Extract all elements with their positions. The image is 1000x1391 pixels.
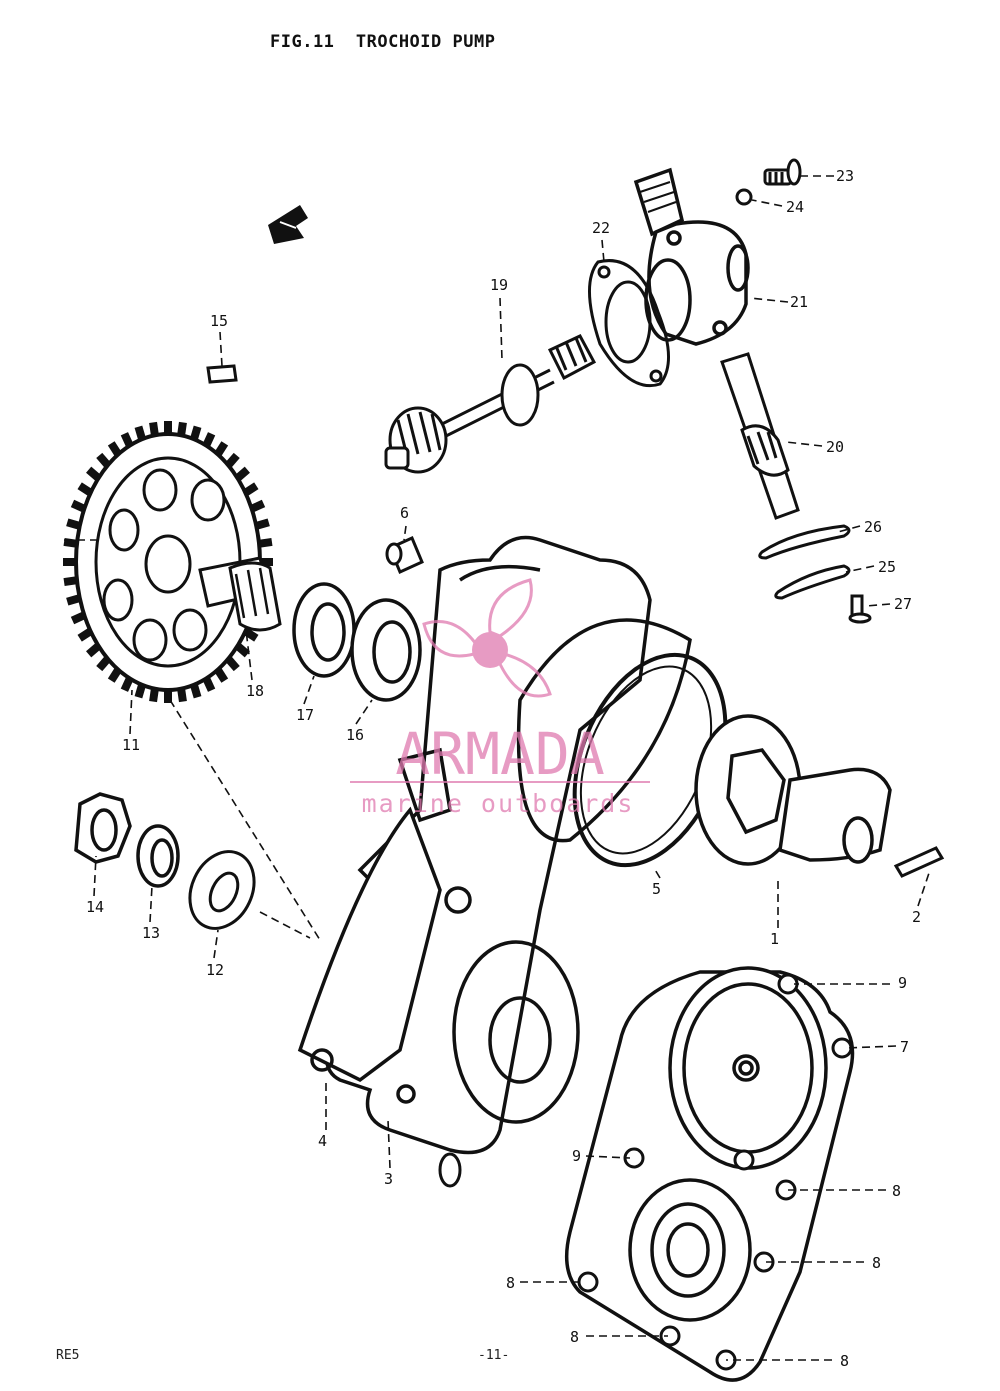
callout-labels: 23 24 22 21 19 20 15 6 26 25 27 18 17 16… — [86, 167, 921, 1370]
callout-26: 26 — [864, 518, 882, 536]
callout-18: 18 — [246, 682, 264, 700]
washer-24 — [735, 188, 753, 206]
callout-2: 2 — [912, 908, 921, 926]
leader-line — [259, 911, 311, 939]
bolt-hole — [577, 1271, 599, 1293]
pump-case-4 — [297, 535, 692, 1155]
leader-line — [387, 1119, 391, 1169]
leader-line — [601, 239, 605, 263]
bolt-hole — [831, 1037, 853, 1059]
gear-tooth — [164, 689, 172, 703]
gear-tooth — [63, 558, 77, 566]
driven-gear-11 — [63, 421, 282, 703]
callout-9-top: 9 — [898, 974, 907, 992]
gear-tooth — [63, 576, 79, 587]
pin-6 — [385, 535, 424, 575]
leader-line — [93, 855, 97, 897]
gear-tooth — [164, 421, 172, 435]
leader-line — [129, 689, 133, 735]
leader-line — [499, 297, 503, 361]
bolt-hole — [733, 1149, 755, 1171]
callout-8-c: 8 — [506, 1274, 515, 1292]
watermark-tagline: marine outboards — [362, 789, 635, 818]
callout-23: 23 — [836, 167, 854, 185]
callout-24: 24 — [786, 198, 804, 216]
leader-line — [917, 869, 931, 907]
front-arrow-icon — [268, 205, 308, 244]
gear-shaft-19 — [384, 334, 597, 474]
callout-11: 11 — [122, 736, 140, 754]
screw-27 — [848, 594, 872, 624]
gasket-25 — [774, 564, 851, 600]
callout-27: 27 — [894, 595, 912, 613]
leader-line — [837, 525, 861, 533]
watermark-brand: ARMADA — [395, 720, 605, 788]
callout-7: 7 — [900, 1038, 909, 1056]
leader-line — [585, 1155, 631, 1159]
leader-line — [653, 867, 661, 879]
washer-3 — [438, 1152, 462, 1188]
leader-line — [355, 699, 373, 725]
gear-tooth — [257, 537, 273, 548]
figure-title: FIG.11 TROCHOID PUMP — [270, 32, 496, 52]
rotor-assembly-1 — [694, 714, 892, 866]
leader-line — [219, 331, 223, 367]
callout-9-bottom: 9 — [572, 1147, 581, 1165]
callout-16: 16 — [346, 726, 364, 744]
callout-15: 15 — [210, 312, 228, 330]
lock-washer-13 — [136, 824, 180, 888]
callout-22: 22 — [592, 219, 610, 237]
pump-gear-housing-21 — [633, 167, 750, 346]
armada-logo: ARMADA marine outboards — [350, 578, 650, 818]
callout-8-e: 8 — [840, 1352, 849, 1370]
oil-seal-17 — [292, 582, 356, 678]
callout-5: 5 — [652, 880, 661, 898]
footer-code: RE5 — [56, 1348, 80, 1363]
callout-13: 13 — [142, 924, 160, 942]
leader-line — [169, 699, 321, 941]
callout-25: 25 — [878, 558, 896, 576]
leader-line — [303, 675, 315, 705]
bolt-hole — [659, 1325, 681, 1347]
leader-line — [749, 297, 789, 303]
leader-line — [149, 885, 153, 923]
callout-17: 17 — [296, 706, 314, 724]
leader-line — [751, 199, 783, 207]
leader-line — [785, 441, 823, 447]
callout-19: 19 — [490, 276, 508, 294]
plate-26 — [758, 524, 851, 560]
leader-lines — [64, 175, 931, 1361]
callout-20: 20 — [826, 438, 844, 456]
gasket-22 — [588, 259, 670, 388]
callout-8-a: 8 — [892, 1182, 901, 1200]
callout-12: 12 — [206, 961, 224, 979]
leader-line — [845, 565, 875, 573]
callout-8-d: 8 — [570, 1328, 579, 1346]
callout-14: 14 — [86, 898, 104, 916]
callout-1: 1 — [770, 930, 779, 948]
callout-4: 4 — [318, 1132, 327, 1150]
screw-23 — [763, 158, 802, 186]
leader-line — [213, 929, 219, 959]
leader-line — [865, 603, 891, 607]
callout-8-b: 8 — [872, 1254, 881, 1272]
leader-line — [845, 1045, 897, 1049]
leader-line — [403, 525, 407, 541]
pump-cover-7 — [564, 966, 855, 1382]
pin-2 — [893, 846, 945, 878]
nut-14 — [74, 792, 132, 864]
key-15 — [206, 364, 238, 384]
leader-line — [245, 629, 253, 681]
callout-21: 21 — [790, 293, 808, 311]
page-number: -11- — [478, 1348, 510, 1363]
washer-12 — [188, 850, 256, 930]
pump-shaft-20 — [720, 352, 800, 520]
callout-6: 6 — [400, 504, 409, 522]
callout-3: 3 — [384, 1170, 393, 1188]
bearing-16 — [350, 598, 422, 702]
